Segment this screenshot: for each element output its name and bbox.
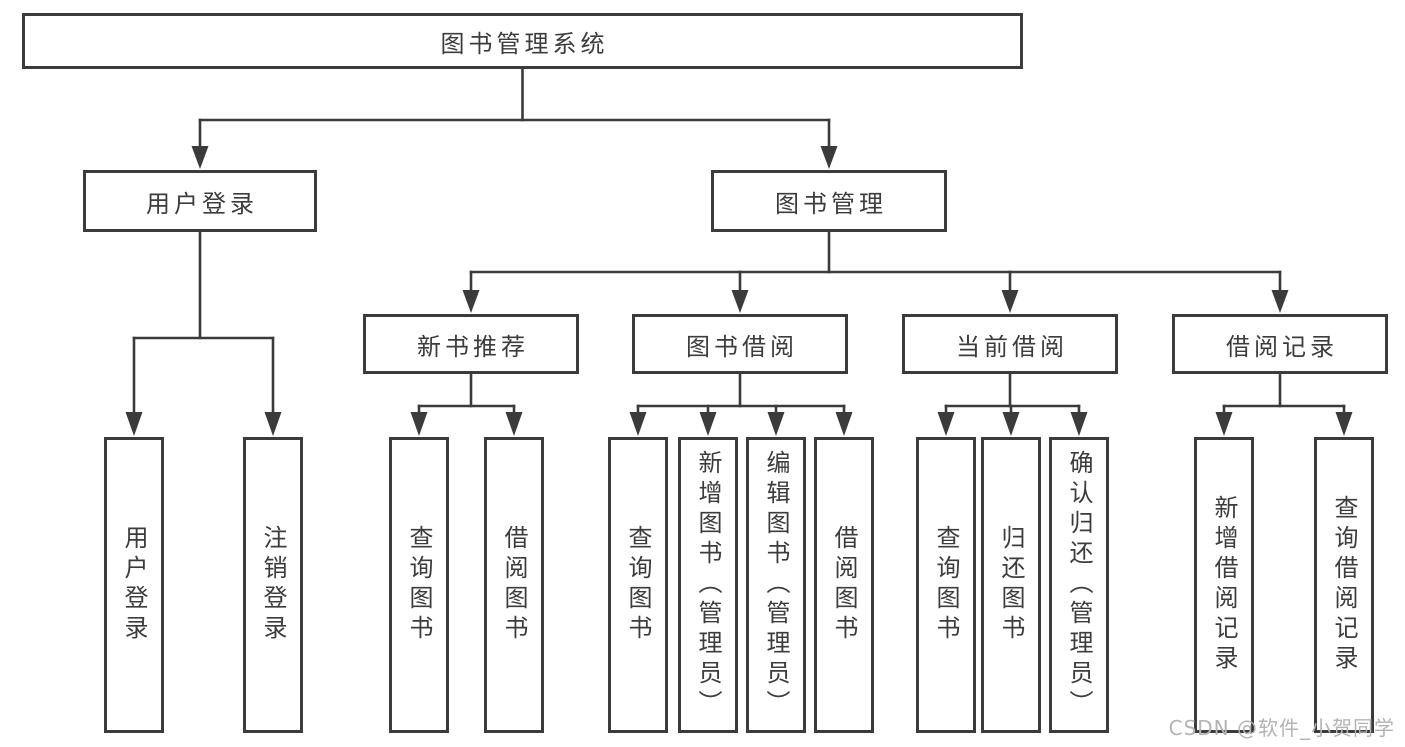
node-label: 图书管理 bbox=[775, 189, 887, 218]
leaf-add-borrow-record: 新增借阅记录 bbox=[1194, 437, 1254, 733]
node-label: 查询图书 bbox=[405, 525, 433, 645]
leaf-query-borrow-record: 查询借阅记录 bbox=[1314, 437, 1374, 733]
node-label: 图书管理系统 bbox=[440, 29, 609, 58]
node-book-management: 图书管理 bbox=[711, 170, 947, 232]
node-label: 查询图书 bbox=[624, 525, 652, 645]
node-label: 新书推荐 bbox=[417, 332, 529, 361]
node-borrow-records: 借阅记录 bbox=[1172, 314, 1388, 374]
leaf-confirm-return-admin: 确认归还（管理员） bbox=[1049, 437, 1109, 733]
node-label: 编辑图书（管理员） bbox=[762, 450, 790, 720]
leaf-logout: 注销登录 bbox=[243, 437, 303, 733]
node-label: 用户登录 bbox=[146, 189, 258, 218]
leaf-borrow-books: 借阅图书 bbox=[814, 437, 874, 733]
leaf-user-login: 用户登录 bbox=[104, 437, 164, 733]
node-user-login: 用户登录 bbox=[83, 170, 317, 232]
node-label: 注销登录 bbox=[259, 525, 287, 645]
node-current-borrow: 当前借阅 bbox=[902, 314, 1118, 374]
node-label: 用户登录 bbox=[120, 525, 148, 645]
csdn-watermark: CSDN @软件_小贺同学 bbox=[1168, 716, 1395, 740]
node-label: 新增借阅记录 bbox=[1210, 495, 1238, 675]
arrowhead-icons bbox=[125, 146, 1353, 436]
leaf-borrow-books-recommend: 借阅图书 bbox=[484, 437, 544, 733]
node-label: 查询借阅记录 bbox=[1330, 495, 1358, 675]
leaf-add-books-admin: 新增图书（管理员） bbox=[678, 437, 738, 733]
node-label: 借阅图书 bbox=[500, 525, 528, 645]
node-label: 图书借阅 bbox=[686, 332, 798, 361]
node-label: 查询图书 bbox=[932, 525, 960, 645]
leaf-query-books-current: 查询图书 bbox=[916, 437, 976, 733]
node-label: 确认归还（管理员） bbox=[1065, 450, 1093, 720]
leaf-return-books: 归还图书 bbox=[981, 437, 1041, 733]
node-label: 借阅记录 bbox=[1226, 332, 1338, 361]
node-label: 归还图书 bbox=[997, 525, 1025, 645]
leaf-query-books-recommend: 查询图书 bbox=[389, 437, 449, 733]
node-label: 新增图书（管理员） bbox=[694, 450, 722, 720]
node-label: 当前借阅 bbox=[956, 332, 1068, 361]
node-library-management-system: 图书管理系统 bbox=[22, 13, 1023, 69]
node-new-book-recommend: 新书推荐 bbox=[363, 314, 579, 374]
node-book-borrow: 图书借阅 bbox=[632, 314, 848, 374]
leaf-edit-books-admin: 编辑图书（管理员） bbox=[746, 437, 806, 733]
leaf-query-books-borrow: 查询图书 bbox=[608, 437, 668, 733]
node-label: 借阅图书 bbox=[830, 525, 858, 645]
